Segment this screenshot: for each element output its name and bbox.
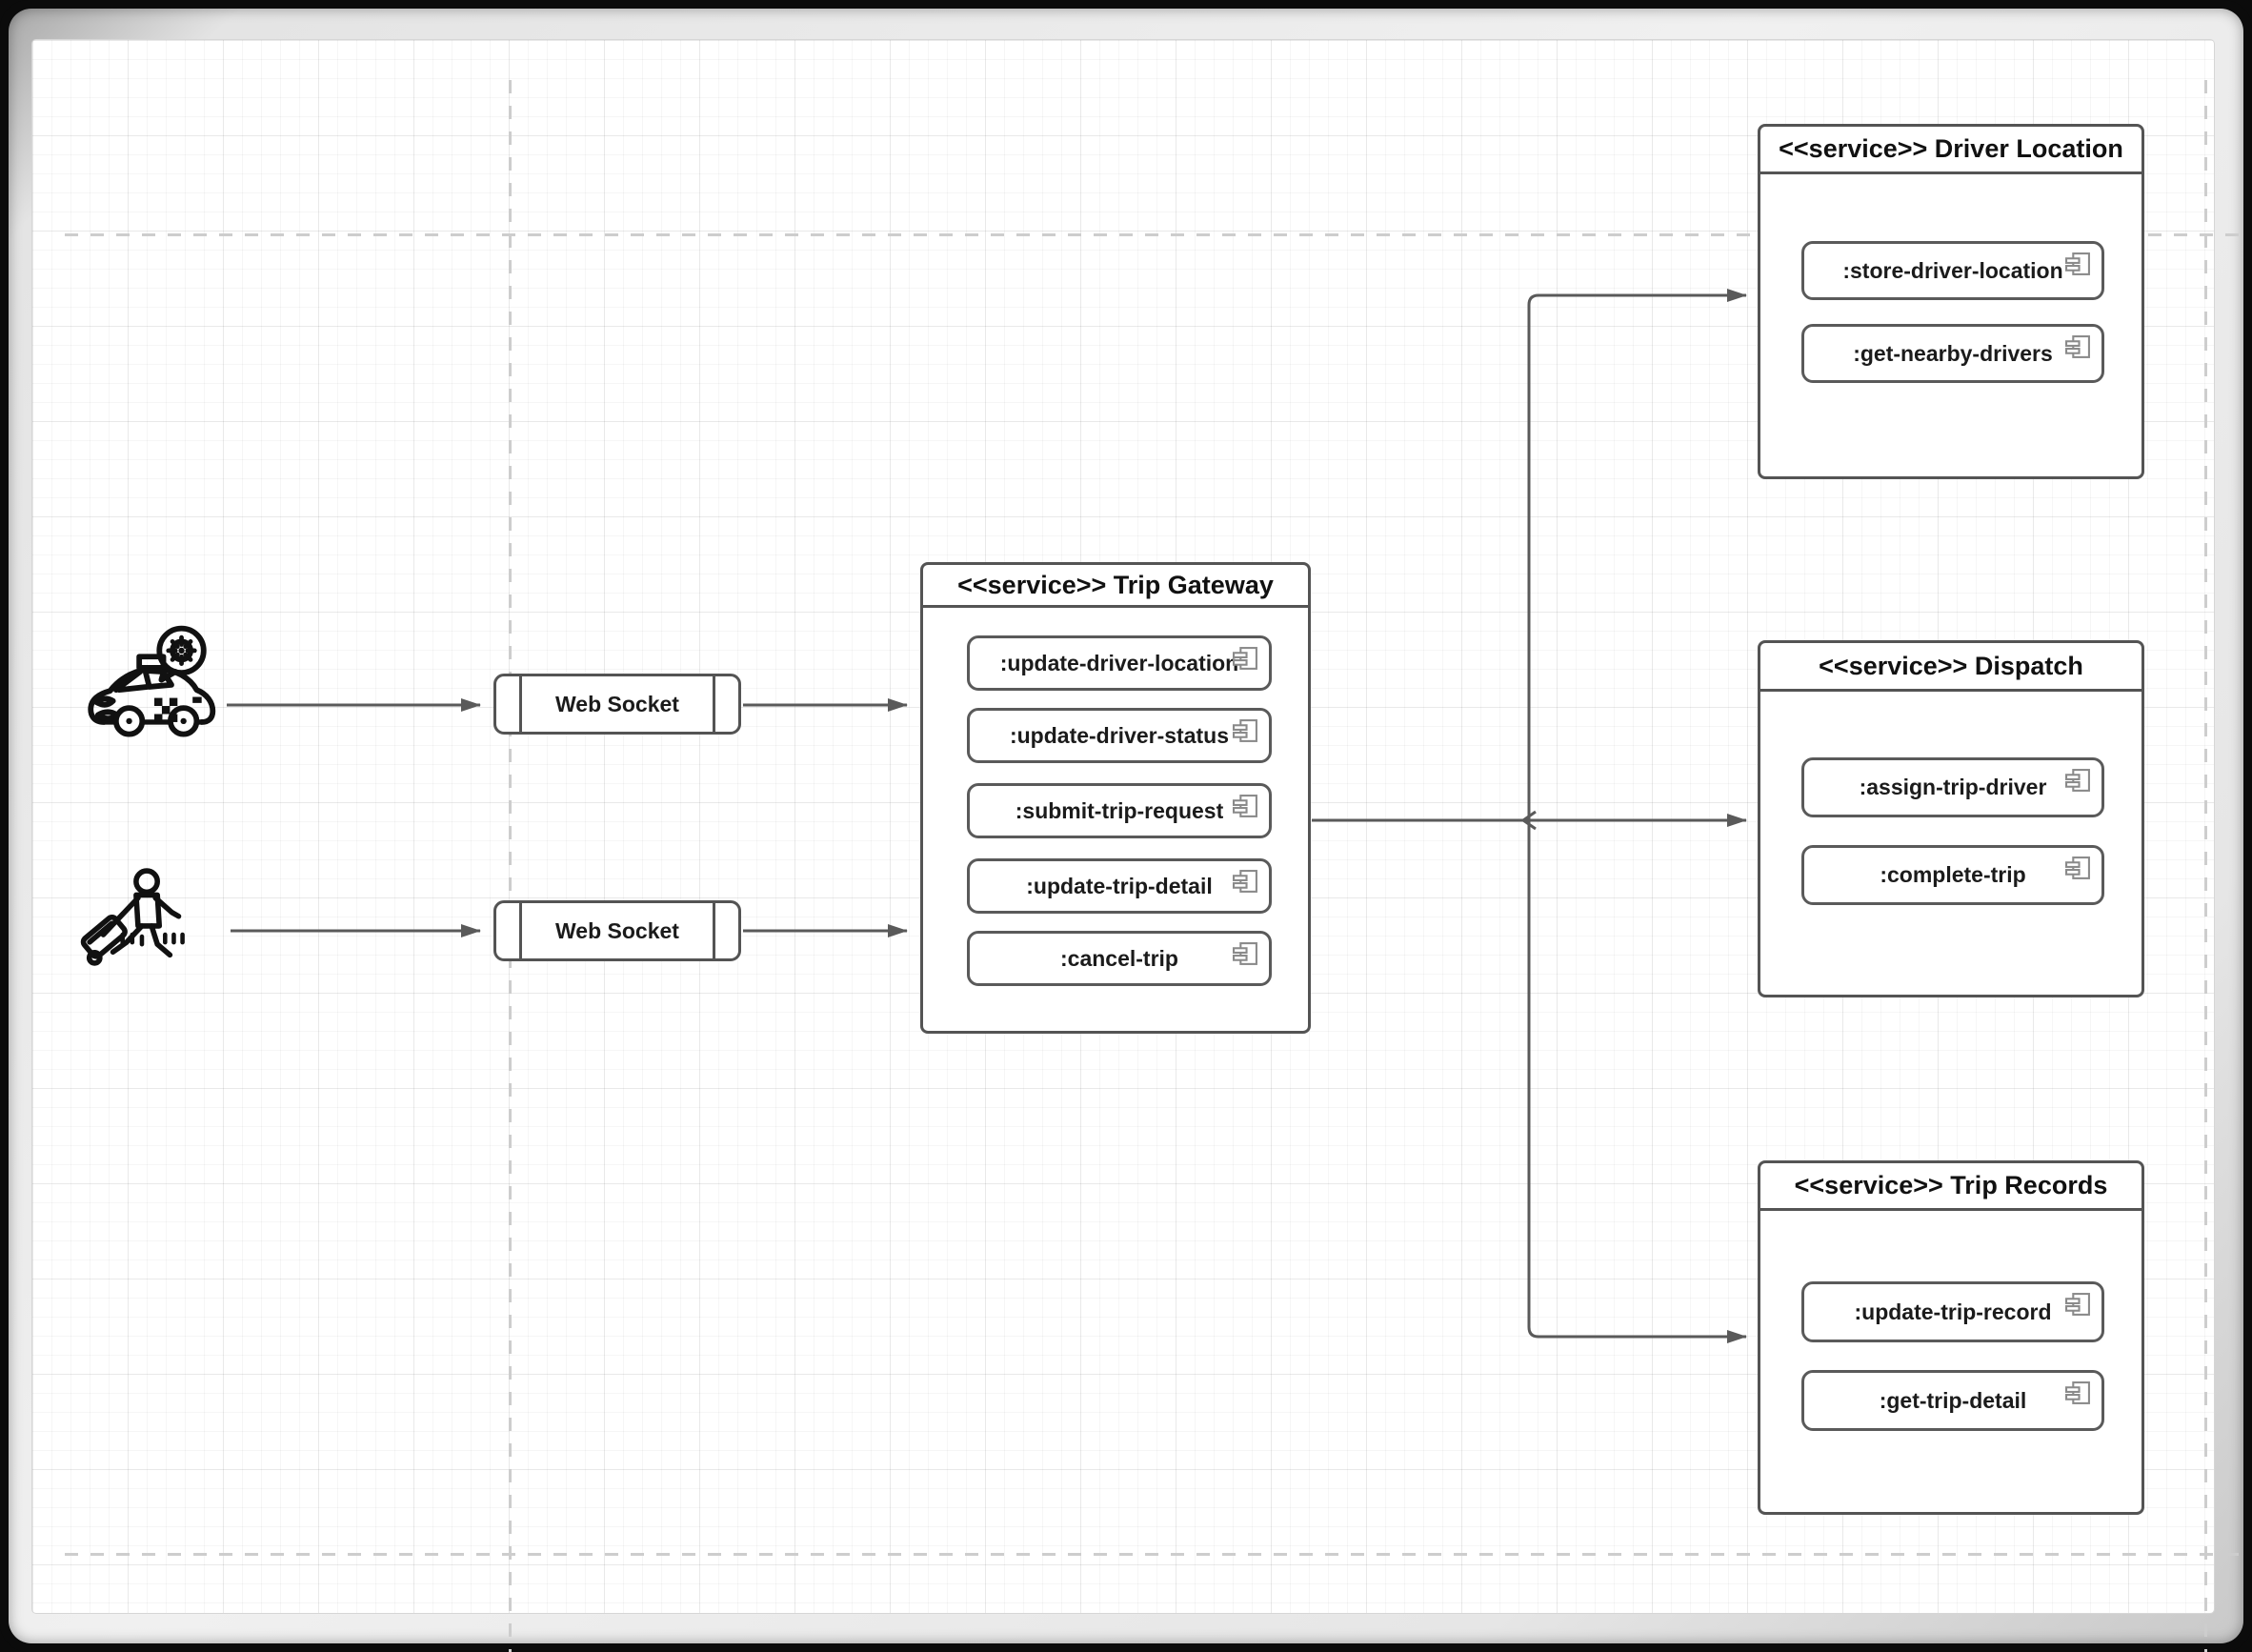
- service-title: <<service>> Dispatch: [1760, 643, 2141, 692]
- component-update-driver-location[interactable]: :update-driver-location: [967, 635, 1272, 691]
- service-title: <<service>> Trip Records: [1760, 1163, 2141, 1211]
- uml-component-icon: [1233, 795, 1257, 817]
- traveler-luggage-icon[interactable]: [76, 865, 211, 1000]
- uml-component-icon: [2065, 1293, 2090, 1316]
- component-get-nearby-drivers[interactable]: :get-nearby-drivers: [1801, 324, 2104, 383]
- component-submit-trip-request[interactable]: :submit-trip-request: [967, 783, 1272, 838]
- uml-component-icon: [2065, 856, 2090, 879]
- ws-label: Web Socket: [555, 917, 679, 943]
- web-socket-node-rider[interactable]: Web Socket: [493, 900, 741, 961]
- uml-component-icon: [1233, 942, 1257, 965]
- uml-component-icon: [2065, 252, 2090, 275]
- page-guide-horizontal-top: [65, 233, 2246, 236]
- web-socket-node-driver[interactable]: Web Socket: [493, 674, 741, 735]
- ws-left-divider: [519, 902, 522, 959]
- component-complete-trip[interactable]: :complete-trip: [1801, 845, 2104, 905]
- service-box-dispatch[interactable]: <<service>> Dispatch :assign-trip-driver…: [1758, 640, 2144, 997]
- service-box-driver-location[interactable]: <<service>> Driver Location :store-drive…: [1758, 124, 2144, 479]
- component-store-driver-location[interactable]: :store-driver-location: [1801, 241, 2104, 300]
- service-title: <<service>> Trip Gateway: [923, 565, 1308, 608]
- uml-component-icon: [1233, 719, 1257, 742]
- component-get-trip-detail[interactable]: :get-trip-detail: [1801, 1370, 2104, 1431]
- ws-right-divider: [713, 675, 715, 733]
- page-guide-horizontal-bottom: [65, 1553, 2246, 1556]
- uml-component-icon: [2065, 335, 2090, 358]
- taxi-driver-icon[interactable]: [84, 617, 225, 758]
- uml-component-icon: [1233, 870, 1257, 893]
- component-cancel-trip[interactable]: :cancel-trip: [967, 931, 1272, 986]
- service-box-trip-records[interactable]: <<service>> Trip Records :update-trip-re…: [1758, 1160, 2144, 1515]
- page-guide-vertical-left: [509, 80, 512, 1652]
- ws-left-divider: [519, 675, 522, 733]
- ws-label: Web Socket: [555, 691, 679, 716]
- service-box-trip-gateway[interactable]: <<service>> Trip Gateway :update-driver-…: [920, 562, 1311, 1034]
- component-update-trip-record[interactable]: :update-trip-record: [1801, 1281, 2104, 1342]
- ws-right-divider: [713, 902, 715, 959]
- uml-component-icon: [2065, 769, 2090, 792]
- component-assign-trip-driver[interactable]: :assign-trip-driver: [1801, 757, 2104, 817]
- component-update-trip-detail[interactable]: :update-trip-detail: [967, 858, 1272, 914]
- uml-component-icon: [2065, 1381, 2090, 1404]
- page-guide-vertical-right: [2204, 80, 2207, 1652]
- uml-component-icon: [1233, 647, 1257, 670]
- service-title: <<service>> Driver Location: [1760, 127, 2141, 174]
- component-update-driver-status[interactable]: :update-driver-status: [967, 708, 1272, 763]
